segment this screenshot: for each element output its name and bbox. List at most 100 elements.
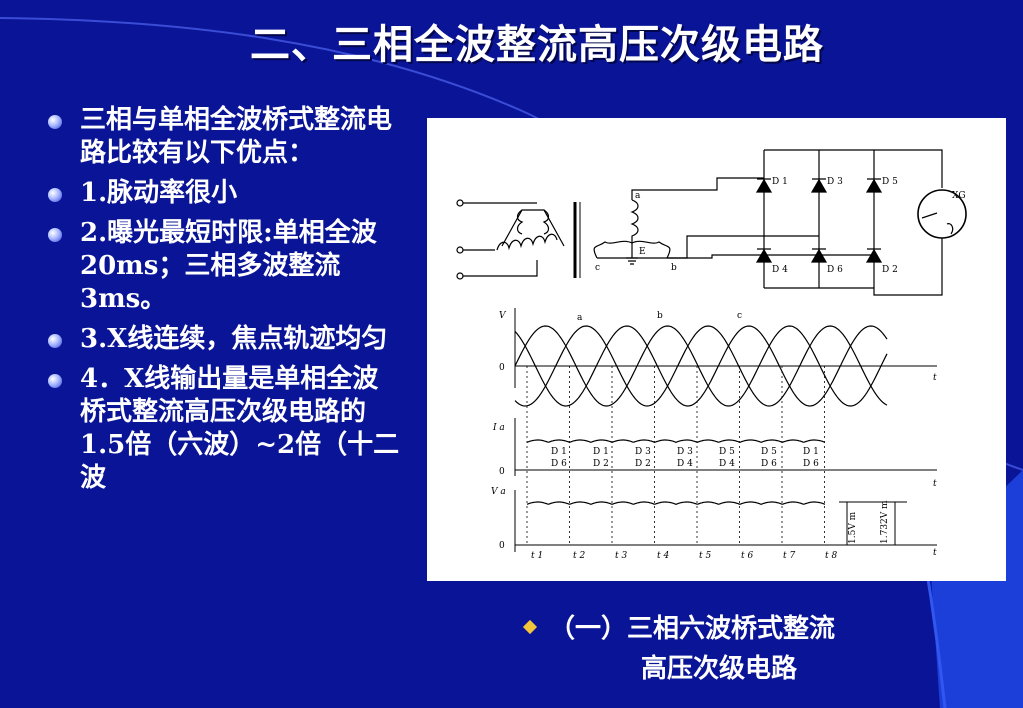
zero-label: 0 [499,541,505,551]
secondary-coil-c [593,240,633,259]
bullet-text: 三相与单相全波桥式整流电路比较有以下优点： [80,105,393,168]
caption-line-2: 高压次级电路 [641,654,798,684]
diode-pair-label: D 5 [761,447,777,457]
bullet-text: 2.曝光最短时限:单相全波20ms；三相多波整流3ms。 [80,218,377,314]
diode-d4 [755,248,773,263]
xray-tube-icon [917,189,967,239]
diode-pair-label: D 6 [803,459,819,469]
time-axis-label: t [933,479,937,489]
diode-d6 [810,248,828,263]
time-tick-label: t 2 [573,551,585,561]
time-tick-label: t 7 [783,551,795,561]
tube-label-xg: XG [952,191,966,201]
time-axis-label: t [933,548,937,558]
input-wires [463,202,538,277]
wire-a [631,177,752,200]
slide-title: 二、三相全波整流高压次级电路 [250,21,824,68]
diode-label: D 2 [882,265,898,275]
wire-b [667,254,752,259]
bullet-item: 2.曝光最短时限:单相全波20ms；三相多波整流3ms。 [44,217,404,316]
bullet-item: 3.X线连续，焦点轨迹均匀 [44,323,404,356]
voltage-axis-label: V [499,311,507,321]
output-ripple-wave [526,501,826,505]
bullet-dot-icon [48,188,62,202]
zero-label: 0 [499,467,505,477]
time-tick-label: t 5 [699,551,711,561]
output-axis-label: V a [491,487,506,497]
plot-axes [514,308,937,552]
bullet-dot-icon [48,115,62,129]
time-tick-label: t 4 [657,551,669,561]
diode-pair-label: D 4 [677,459,693,469]
primary-coil-windings [516,209,550,235]
label-e: E [639,247,646,257]
primary-coil [496,209,565,251]
voltage-wave-b [514,325,888,407]
diode-pair-label: D 1 [551,447,567,457]
time-tick-labels: t 1 t 2 t 3 t 4 t 5 t 6 t 7 t 8 [531,551,837,561]
diode-d2 [865,248,883,263]
diode-pair-label: D 6 [761,459,777,469]
diode-pair-label: D 6 [551,459,567,469]
bullet-list: 三相与单相全波桥式整流电路比较有以下优点： 1.脉动率很小 2.曝光最短时限:单… [44,104,404,502]
plot-labels: V t 0 a b c I a t 0 V a t 0 1.5V m 1.732… [491,311,937,561]
xray-tube-electrodes [921,212,954,235]
time-guide-lines [526,366,825,545]
bullet-dot-icon [48,374,62,388]
diode-label: D 3 [827,177,843,187]
zero-label: 0 [499,363,505,373]
input-terminal [456,199,464,207]
bridge-rails [764,149,943,296]
caption-line-1: （一）三相六波桥式整流 [549,614,836,644]
ripple-dimension-lines [839,501,907,546]
diode-label: D 6 [827,265,843,275]
bullet-dot-icon [48,228,62,242]
wave-label-b: b [657,311,663,321]
current-axis-label: I a [492,423,505,433]
circuit-figure: a E c b XG D 1 D 3 D 5 D 4 D 6 D 2 V t 0 [427,118,1006,581]
bullet-text: 3.X线连续，焦点轨迹均匀 [80,324,388,354]
diode-pair-label: D 2 [593,459,609,469]
diode-pair-label: D 5 [719,447,735,457]
circuit-diagram-svg: a E c b XG D 1 D 3 D 5 D 4 D 6 D 2 V t 0 [456,149,967,561]
voltage-wave-c [514,325,888,407]
diode-pair-label: D 4 [719,459,735,469]
diode-label: D 5 [882,177,898,187]
time-tick-label: t 6 [741,551,753,561]
diode-label: D 4 [772,265,788,275]
bullet-item: 三相与单相全波桥式整流电路比较有以下优点： [44,104,404,170]
diode-d1 [755,178,773,193]
diode-d5 [865,178,883,193]
secondary-coil-a [630,199,639,243]
ground-symbol [626,243,638,265]
time-tick-label: t 3 [615,551,627,561]
ripple-voltage-label: 1.5V m [848,511,858,544]
figure-caption: （一）三相六波桥式整流 高压次级电路 [522,609,905,689]
wave-label-a: a [577,313,583,323]
bullet-text: 4．X线输出量是单相全波桥式整流高压次级电路的1.5倍（六波）~2倍（十二波 [80,364,400,493]
diode-pair-label: D 1 [803,447,819,457]
secondary-coil-b [631,240,671,259]
bullet-dot-icon [48,334,62,348]
diode-pair-labels: D 1 D 6 D 1 D 2 D 3 D 2 D 3 D 4 D 5 D 4 D 5 D 6 D 1 D… [551,447,819,469]
bridge-inputs [752,177,874,256]
bullet-item: 4．X线输出量是单相全波桥式整流高压次级电路的1.5倍（六波）~2倍（十二波 [44,363,404,495]
bridge-legs [763,150,875,288]
time-tick-label: t 8 [825,551,837,561]
diode-pair-label: D 3 [677,447,693,457]
bullet-text: 1.脉动率很小 [80,178,238,208]
diode-pair-label: D 1 [593,447,609,457]
diode-pair-label: D 2 [635,459,651,469]
bullet-item: 1.脉动率很小 [44,177,404,210]
circuit-schematic [456,149,967,296]
input-terminal [456,246,464,254]
wave-label-c: c [737,311,742,321]
diode-d3 [810,178,828,193]
time-tick-label: t 1 [531,551,543,561]
phase-label-a: a [635,191,641,201]
circuit-labels: a E c b XG D 1 D 3 D 5 D 4 D 6 D 2 [595,177,966,275]
diode-pair-label: D 3 [635,447,651,457]
peak-voltage-label: 1.732V m [880,500,890,544]
diode-label: D 1 [772,177,788,187]
wire-c [597,235,752,259]
